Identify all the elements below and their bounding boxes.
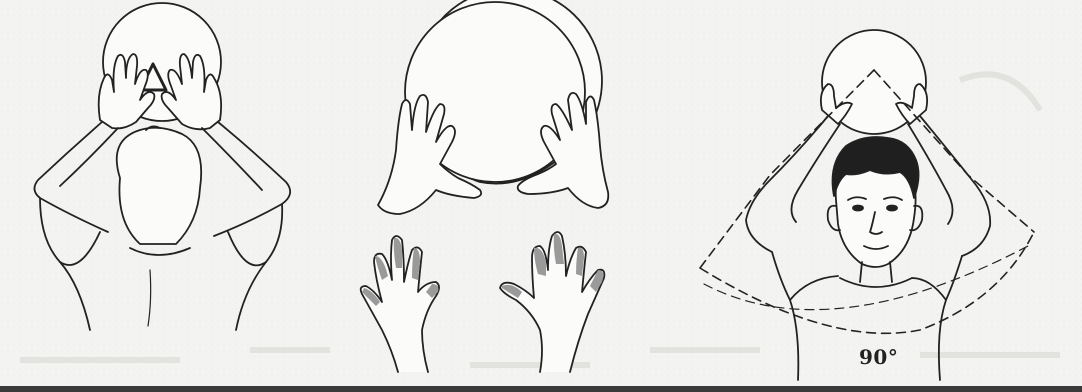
scan-edge	[0, 386, 1082, 392]
angle-label: 90°	[859, 345, 898, 369]
right-eye	[887, 206, 897, 211]
left-eye	[853, 206, 863, 211]
head-back	[117, 128, 201, 244]
